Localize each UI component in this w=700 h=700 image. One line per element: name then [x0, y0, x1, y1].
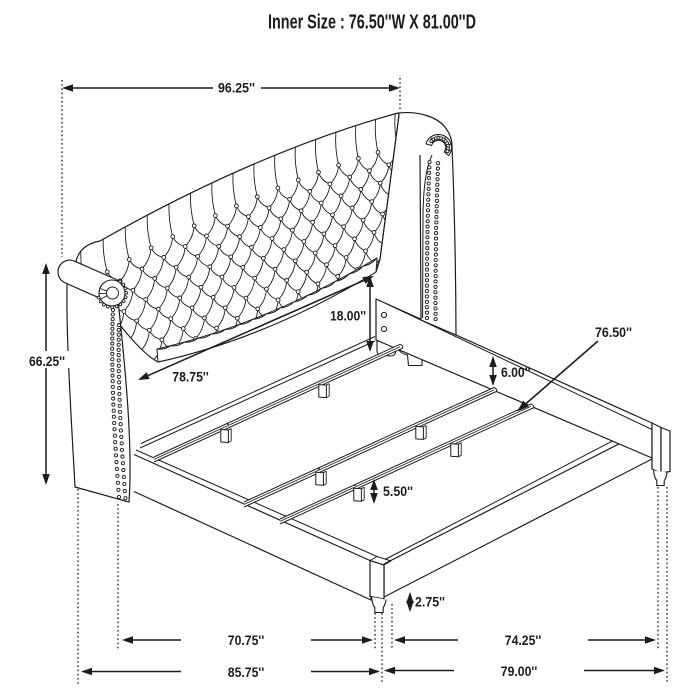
svg-text:70.75'': 70.75'' — [228, 632, 265, 648]
svg-text:Inner Size : 76.50''W X 81.00': Inner Size : 76.50''W X 81.00''D — [268, 10, 476, 33]
svg-text:6.00'': 6.00'' — [501, 364, 531, 380]
svg-text:79.00'': 79.00'' — [501, 663, 538, 679]
svg-text:2.75'': 2.75'' — [415, 594, 445, 610]
svg-text:5.50'': 5.50'' — [383, 483, 413, 499]
svg-text:96.25'': 96.25'' — [218, 80, 255, 96]
svg-text:66.25'': 66.25'' — [29, 353, 65, 369]
svg-text:85.75'': 85.75'' — [228, 664, 265, 680]
svg-text:18.00'': 18.00'' — [330, 308, 366, 324]
svg-text:74.25'': 74.25'' — [505, 632, 542, 648]
svg-text:78.75'': 78.75'' — [172, 369, 209, 385]
svg-text:76.50'': 76.50'' — [595, 324, 632, 340]
